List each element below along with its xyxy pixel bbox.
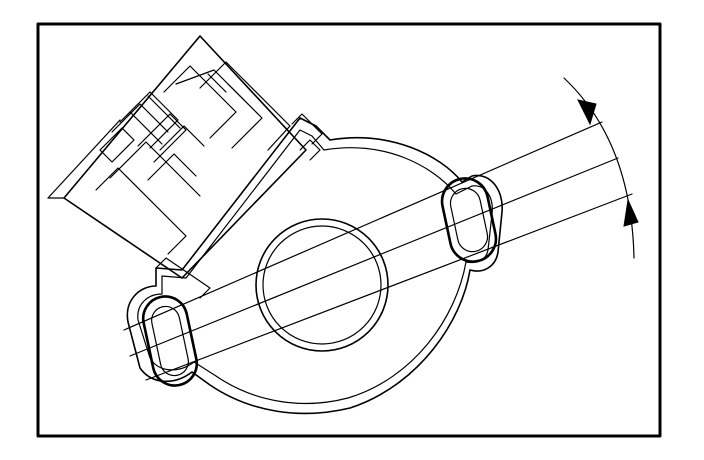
diagram-frame	[36, 22, 662, 438]
connector-terminal-pin	[129, 111, 163, 145]
connector-terminal-pin	[147, 95, 181, 129]
connector-terminal-frame	[109, 141, 201, 197]
connector-housing	[47, 35, 323, 299]
sensor-body-outer-outline	[126, 117, 503, 415]
connector-terminal-frame	[99, 127, 135, 163]
arrowhead-down-icon	[577, 99, 597, 126]
connector-terminal-frame	[95, 167, 187, 255]
connector-upper-lip	[299, 139, 321, 161]
connector-terminal-frame	[119, 91, 179, 149]
connector-terminal-pin	[207, 73, 227, 93]
right-mounting-slot	[440, 177, 498, 263]
adjustment-line-middle	[129, 157, 619, 357]
connector-terminal-frame	[175, 69, 263, 149]
connector-lower-lip	[155, 257, 211, 299]
left-slot-inner	[151, 305, 189, 377]
connector-terminal-frame	[199, 61, 291, 151]
center-bore-outer-ring	[255, 218, 389, 352]
connector-terminal-frame	[163, 65, 237, 139]
connector-terminal-frame	[159, 125, 205, 151]
angle-dimension	[563, 77, 639, 259]
left-mounting-slot	[141, 295, 199, 387]
connector-terminal-frame	[111, 103, 169, 133]
connector-terminal-pin	[227, 83, 245, 101]
right-slot-inner	[449, 187, 489, 253]
right-slot-outer	[440, 177, 498, 263]
connector-upper-lip	[291, 113, 323, 145]
connector-extension-line	[47, 119, 121, 199]
adjustment-line-upper	[123, 121, 603, 331]
adjustment-lines	[123, 121, 633, 381]
connector-terminal-frame	[147, 153, 197, 181]
connector-terminal-frame	[137, 113, 187, 163]
left-slot-outer	[141, 295, 199, 387]
adjustment-line-lower	[145, 193, 633, 381]
center-bore	[255, 218, 389, 352]
center-bore-inner-ring	[262, 225, 382, 345]
angle-dimension-arc	[563, 77, 635, 259]
connector-outer-body	[63, 35, 307, 279]
arrowhead-up-icon	[623, 198, 639, 227]
